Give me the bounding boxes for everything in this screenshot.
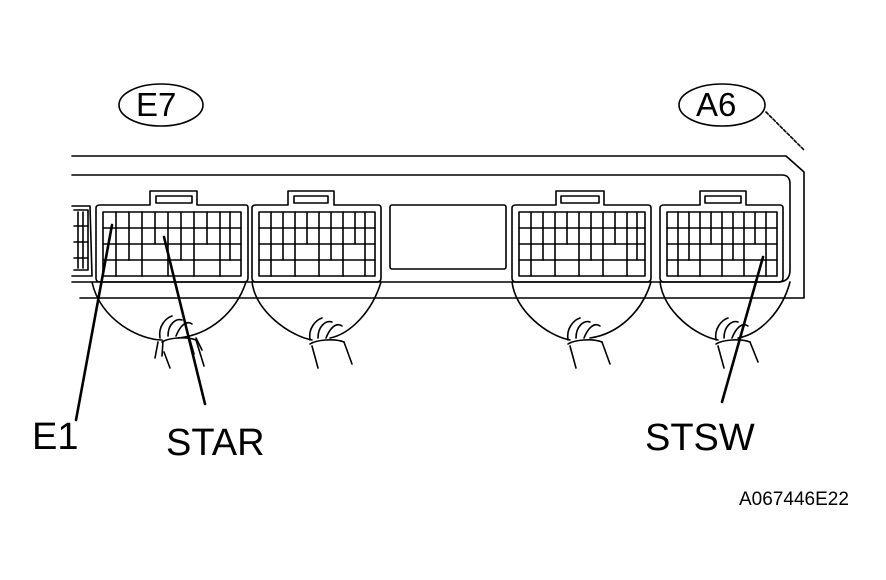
connector-3 xyxy=(511,190,652,283)
partial-connector-left xyxy=(71,205,93,277)
connector-tag-e7: E7 xyxy=(136,86,177,123)
connector-a6 xyxy=(659,190,784,283)
a6-tag-bubble xyxy=(678,83,766,127)
wire-harness-2 xyxy=(251,281,382,369)
star-leader-line xyxy=(162,235,207,406)
terminal-label-e1: E1 xyxy=(32,416,79,458)
connector-tag-a6: A6 xyxy=(696,86,737,123)
terminal-label-stsw: STSW xyxy=(645,417,755,459)
wire-harness-1 xyxy=(91,281,247,369)
blank-window xyxy=(389,204,507,270)
e1-leader-line xyxy=(74,223,114,422)
stsw-leader-line xyxy=(720,255,765,404)
connector-e7 xyxy=(95,190,249,283)
wire-harness-4 xyxy=(659,281,791,369)
connector-2 xyxy=(251,190,382,283)
terminal-label-star: STAR xyxy=(166,422,265,464)
figure-code: A067446E22 xyxy=(739,489,849,510)
ecu-housing xyxy=(71,111,805,299)
wire-harness-3 xyxy=(511,281,652,369)
e7-tag-bubble xyxy=(118,83,204,127)
